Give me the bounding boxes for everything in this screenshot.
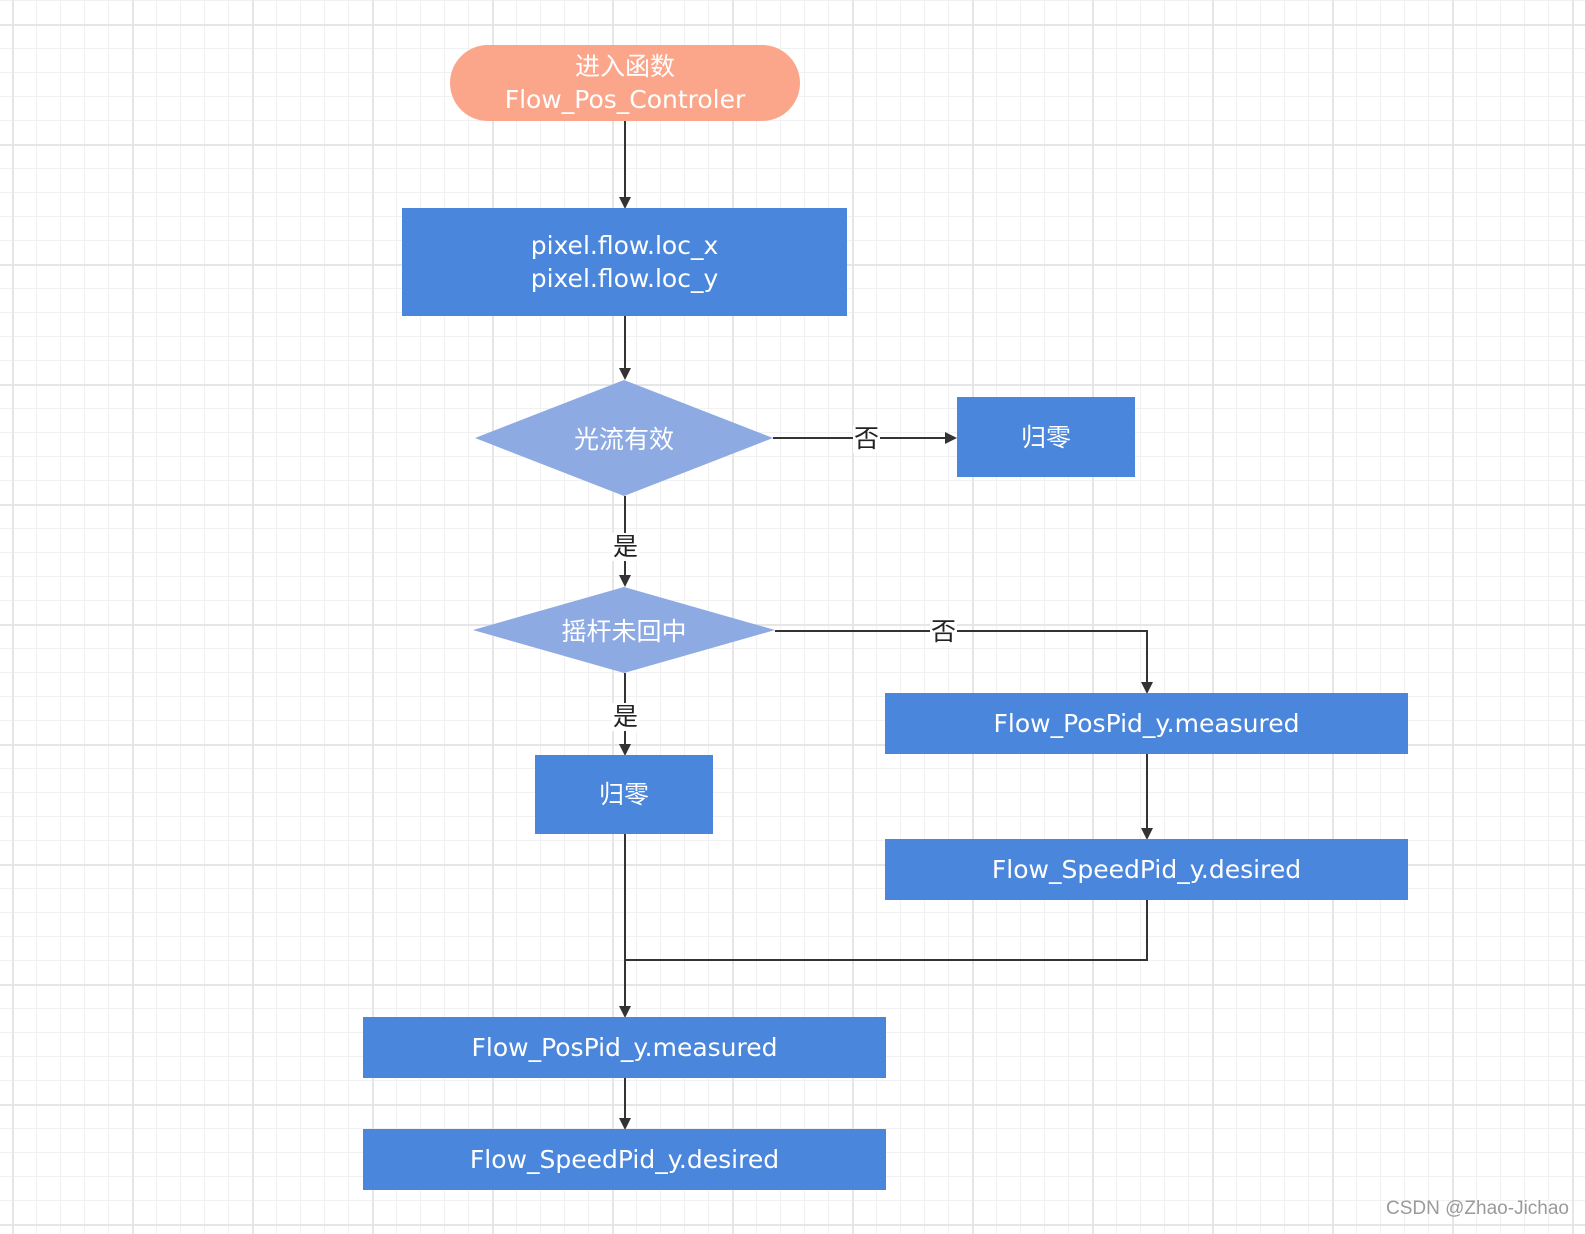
edge-branch-speed-to-merge [625,900,1148,961]
branch-pos-measured-box: Flow_PosPid_y.measured [885,693,1408,754]
final-speed-desired-box: Flow_SpeedPid_y.desired [363,1129,886,1190]
read-flow-box: pixel.flow.loc_x pixel.flow.loc_y [402,208,847,316]
reset-box-invalid: 归零 [957,397,1135,477]
decision-flow-valid-label: 光流有效 [573,425,674,454]
branch-speed-desired-box: Flow_SpeedPid_y.desired [885,839,1408,900]
edge-label-stick-no: 否 [930,617,958,646]
reset-box-stick: 归零 [535,755,713,834]
final-pos-measured-box: Flow_PosPid_y.measured [363,1017,886,1078]
edge-stick-no-to-branch [775,630,1153,694]
edge-label-flow-no: 否 [853,424,881,453]
decision-stick-shape [473,587,775,673]
start-terminal: 进入函数 Flow_Pos_Controler [450,45,800,121]
edge-label-flow-yes: 是 [612,532,640,561]
decision-flow-valid-shape [475,380,773,496]
decision-stick-label: 摇杆未回中 [561,617,687,646]
watermark: CSDN @Zhao-Jichao [1386,1198,1569,1219]
edge-label-stick-yes: 是 [612,702,640,731]
